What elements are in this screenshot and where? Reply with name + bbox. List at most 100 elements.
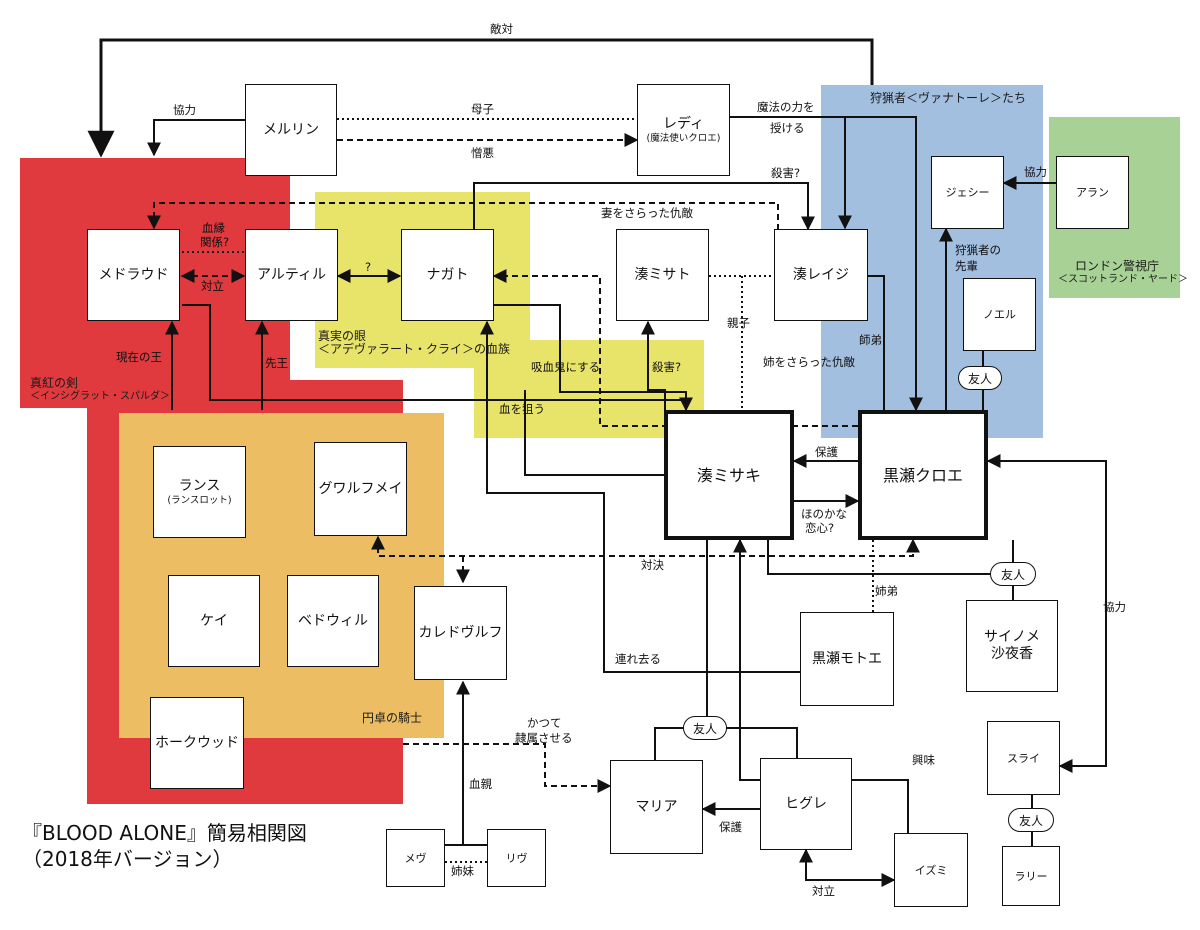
reiji-name: 湊レイジ bbox=[793, 266, 849, 283]
caledvulf-box[interactable]: カレドヴルフ bbox=[414, 586, 507, 680]
mev-name: メヴ bbox=[404, 851, 427, 865]
edge-former-servant bbox=[403, 743, 612, 793]
maria-box[interactable]: マリア bbox=[610, 760, 703, 854]
caledvulf-name: カレドヴルフ bbox=[418, 624, 503, 641]
label-take-away: 連れ去る bbox=[615, 652, 661, 666]
reiji-box[interactable]: 湊レイジ bbox=[774, 229, 868, 321]
lance-name: ランス bbox=[178, 477, 221, 494]
sainome-name: サイノメ bbox=[984, 629, 1040, 645]
lance-box[interactable]: ランス (ランスロット) bbox=[153, 446, 246, 538]
label-senior-hunter-1: 狩猟者の bbox=[955, 243, 1001, 257]
jessie-name: ジェシー bbox=[945, 186, 990, 199]
motoe-name: 黒瀬モトエ bbox=[812, 650, 882, 667]
artyl-name: アルティル bbox=[256, 266, 327, 283]
crimson-sword-label: 真紅の剣 ＜インシグラット・スパルダ＞ bbox=[30, 377, 170, 403]
friend-label-sly-larry: 友人 bbox=[1018, 813, 1043, 828]
edge-target-blood bbox=[524, 390, 665, 476]
label-duel: 対決 bbox=[641, 558, 664, 572]
label-former-servant-1: かつて bbox=[527, 716, 562, 730]
kuroe-name: 黒瀬クロエ bbox=[882, 465, 963, 485]
sainome-given-name: 沙夜香 bbox=[991, 646, 1033, 662]
bedwil-box[interactable]: ベドウィル bbox=[287, 575, 379, 667]
label-interest: 興味 bbox=[912, 753, 935, 767]
hawkwood-name: ホークウッド bbox=[155, 734, 239, 751]
label-siblings: 姉弟 bbox=[875, 584, 898, 598]
medraud-box[interactable]: メドラウド bbox=[87, 229, 180, 321]
edge-friend-higure bbox=[715, 727, 798, 760]
label-protect-misaki: 保護 bbox=[815, 445, 838, 459]
higure-box[interactable]: ヒグレ bbox=[760, 758, 852, 850]
sly-name: スライ bbox=[1007, 751, 1040, 765]
gwalfmei-box[interactable]: グワルフメイ bbox=[314, 442, 407, 536]
nagato-box[interactable]: ナガト bbox=[401, 229, 494, 321]
label-cooperate-merlin: 協力 bbox=[173, 103, 196, 117]
label-blood-relation-1: 血縁 bbox=[202, 221, 225, 235]
edge-take-away bbox=[480, 320, 800, 673]
title-line-2: （2018年バージョン） bbox=[22, 847, 233, 871]
true-eye-label: 真実の眼 ＜アデヴァラート・クライ＞の血族 bbox=[318, 330, 510, 356]
misato-box[interactable]: 湊ミサト bbox=[616, 229, 709, 321]
maria-name: マリア bbox=[635, 798, 678, 815]
round-table-label: 円卓の騎士 bbox=[362, 711, 423, 725]
label-wife-stolen: 妻をさらった仇敵 bbox=[601, 206, 693, 220]
friend-pill-noel: 友人 bbox=[958, 366, 1002, 390]
scotland-yard-subname: ＜スコットランド・ヤード＞ bbox=[1058, 274, 1188, 285]
true-eye-subname: ＜アデヴァラート・クライ＞の血族 bbox=[318, 342, 511, 356]
kay-name: ケイ bbox=[200, 612, 228, 629]
label-blood-parent: 血親 bbox=[469, 777, 492, 791]
label-former-king: 先王 bbox=[265, 356, 288, 370]
hawkwood-box[interactable]: ホークウッド bbox=[150, 697, 244, 789]
friend-pill-sainome: 友人 bbox=[990, 562, 1036, 586]
merlin-box[interactable]: メルリン bbox=[245, 84, 337, 176]
label-murder-misato: 殺害? bbox=[652, 360, 682, 374]
jessie-box[interactable]: ジェシー bbox=[931, 156, 1004, 229]
kuroe-box[interactable]: 黒瀬クロエ bbox=[858, 410, 988, 540]
label-mother-child: 母子 bbox=[471, 102, 494, 116]
label-parent-child: 親子 bbox=[727, 316, 750, 330]
edge-wife-stolen bbox=[147, 202, 779, 250]
artyl-box[interactable]: アルティル bbox=[245, 229, 338, 321]
friend-pill-maria-higure: 友人 bbox=[683, 716, 727, 740]
sly-box[interactable]: スライ bbox=[987, 721, 1060, 795]
diagram-title: 『BLOOD ALONE』簡易相関図 （2018年バージョン） bbox=[22, 820, 307, 872]
true-eye-name: 真実の眼 bbox=[318, 329, 367, 343]
label-make-vampire: 吸血鬼にする bbox=[531, 360, 601, 374]
medraud-name: メドラウド bbox=[98, 266, 169, 283]
label-cooperate-sly: 協力 bbox=[1103, 600, 1126, 614]
label-senior-hunter-2: 先輩 bbox=[955, 259, 978, 273]
lady-subname: (魔法使いクロエ) bbox=[646, 132, 721, 144]
merlin-name: メルリン bbox=[263, 121, 319, 138]
edge-duel bbox=[371, 535, 920, 557]
gwalfmei-name: グワルフメイ bbox=[318, 480, 403, 497]
label-sisters: 姉妹 bbox=[451, 864, 474, 878]
label-former-servant-2: 隷属させる bbox=[515, 731, 573, 745]
label-faint-love-1: ほのかな bbox=[801, 507, 847, 521]
riv-box[interactable]: リヴ bbox=[487, 829, 546, 887]
edge-hostile bbox=[87, 38, 874, 158]
izumi-box[interactable]: イズミ bbox=[894, 833, 968, 907]
misato-name: 湊ミサト bbox=[634, 266, 691, 283]
label-oppose-izumi: 対立 bbox=[812, 884, 835, 898]
noel-name: ノエル bbox=[983, 308, 1016, 321]
mev-box[interactable]: メヴ bbox=[386, 829, 445, 887]
kay-box[interactable]: ケイ bbox=[168, 575, 260, 667]
larry-name: ラリー bbox=[1014, 869, 1048, 883]
friend-label-noel: 友人 bbox=[967, 371, 992, 386]
edge-magic-kuroe bbox=[845, 116, 923, 412]
riv-name: リヴ bbox=[505, 851, 528, 865]
edge-friend-sainome bbox=[767, 540, 1002, 575]
motoe-box[interactable]: 黒瀬モトエ bbox=[800, 612, 894, 706]
noel-box[interactable]: ノエル bbox=[963, 278, 1036, 351]
label-faint-love-2: 恋心? bbox=[805, 521, 835, 535]
larry-box[interactable]: ラリー bbox=[1002, 846, 1060, 906]
label-gives-magic-1: 魔法の力を bbox=[757, 100, 815, 114]
label-sister-stolen: 姉をさらった仇敵 bbox=[763, 355, 855, 369]
nagato-name: ナガト bbox=[426, 266, 469, 283]
misaki-box[interactable]: 湊ミサキ bbox=[664, 410, 794, 540]
lady-box[interactable]: レディ (魔法使いクロエ) bbox=[637, 84, 730, 176]
label-question: ? bbox=[365, 260, 372, 274]
label-hatred: 憎悪 bbox=[471, 146, 494, 160]
edge-oppose-izumi bbox=[799, 848, 896, 887]
alan-box[interactable]: アラン bbox=[1056, 156, 1129, 229]
sainome-box[interactable]: サイノメ 沙夜香 bbox=[966, 600, 1058, 692]
